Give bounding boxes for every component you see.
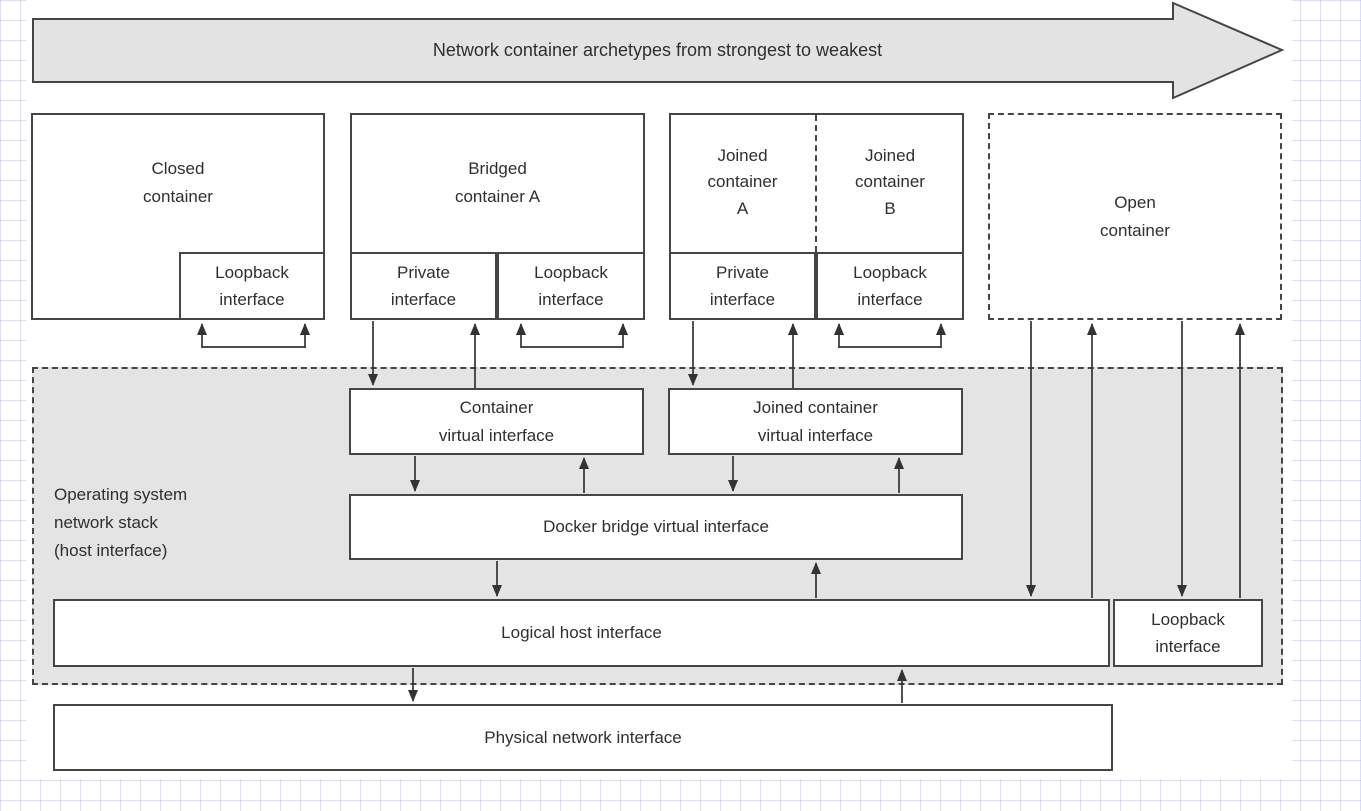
os-loopback-interface-box: Loopback interface (1113, 599, 1263, 667)
bridged-container-label: Bridged container A (454, 159, 541, 206)
joined-loopback-interface-box: Loopback interface (816, 252, 964, 320)
bridged-private-interface-box: Private interface (350, 252, 497, 320)
physical-network-interface-box: Physical network interface (53, 704, 1113, 771)
joined-container-b-label: Joined container B (855, 145, 925, 218)
os-network-stack-label: Operating system network stack (host int… (54, 484, 188, 561)
docker-bridge-virtual-interface-box: Docker bridge virtual interface (349, 494, 963, 560)
closed-container-label: Closed container (143, 159, 213, 206)
joined-container-a-label: Joined container A (707, 145, 778, 218)
open-container-box: Open container (988, 113, 1282, 320)
logical-host-interface-box: Logical host interface (53, 599, 1110, 667)
container-virtual-interface-box: Container virtual interface (349, 388, 644, 455)
banner-label: Network container archetypes from strong… (432, 40, 883, 61)
joined-container-divider (815, 115, 817, 252)
bridged-loopback-interface-box: Loopback interface (497, 252, 645, 320)
joined-private-interface-box: Private interface (669, 252, 816, 320)
joined-container-virtual-interface-box: Joined container virtual interface (668, 388, 963, 455)
closed-loopback-interface-box: Loopback interface (179, 252, 325, 320)
